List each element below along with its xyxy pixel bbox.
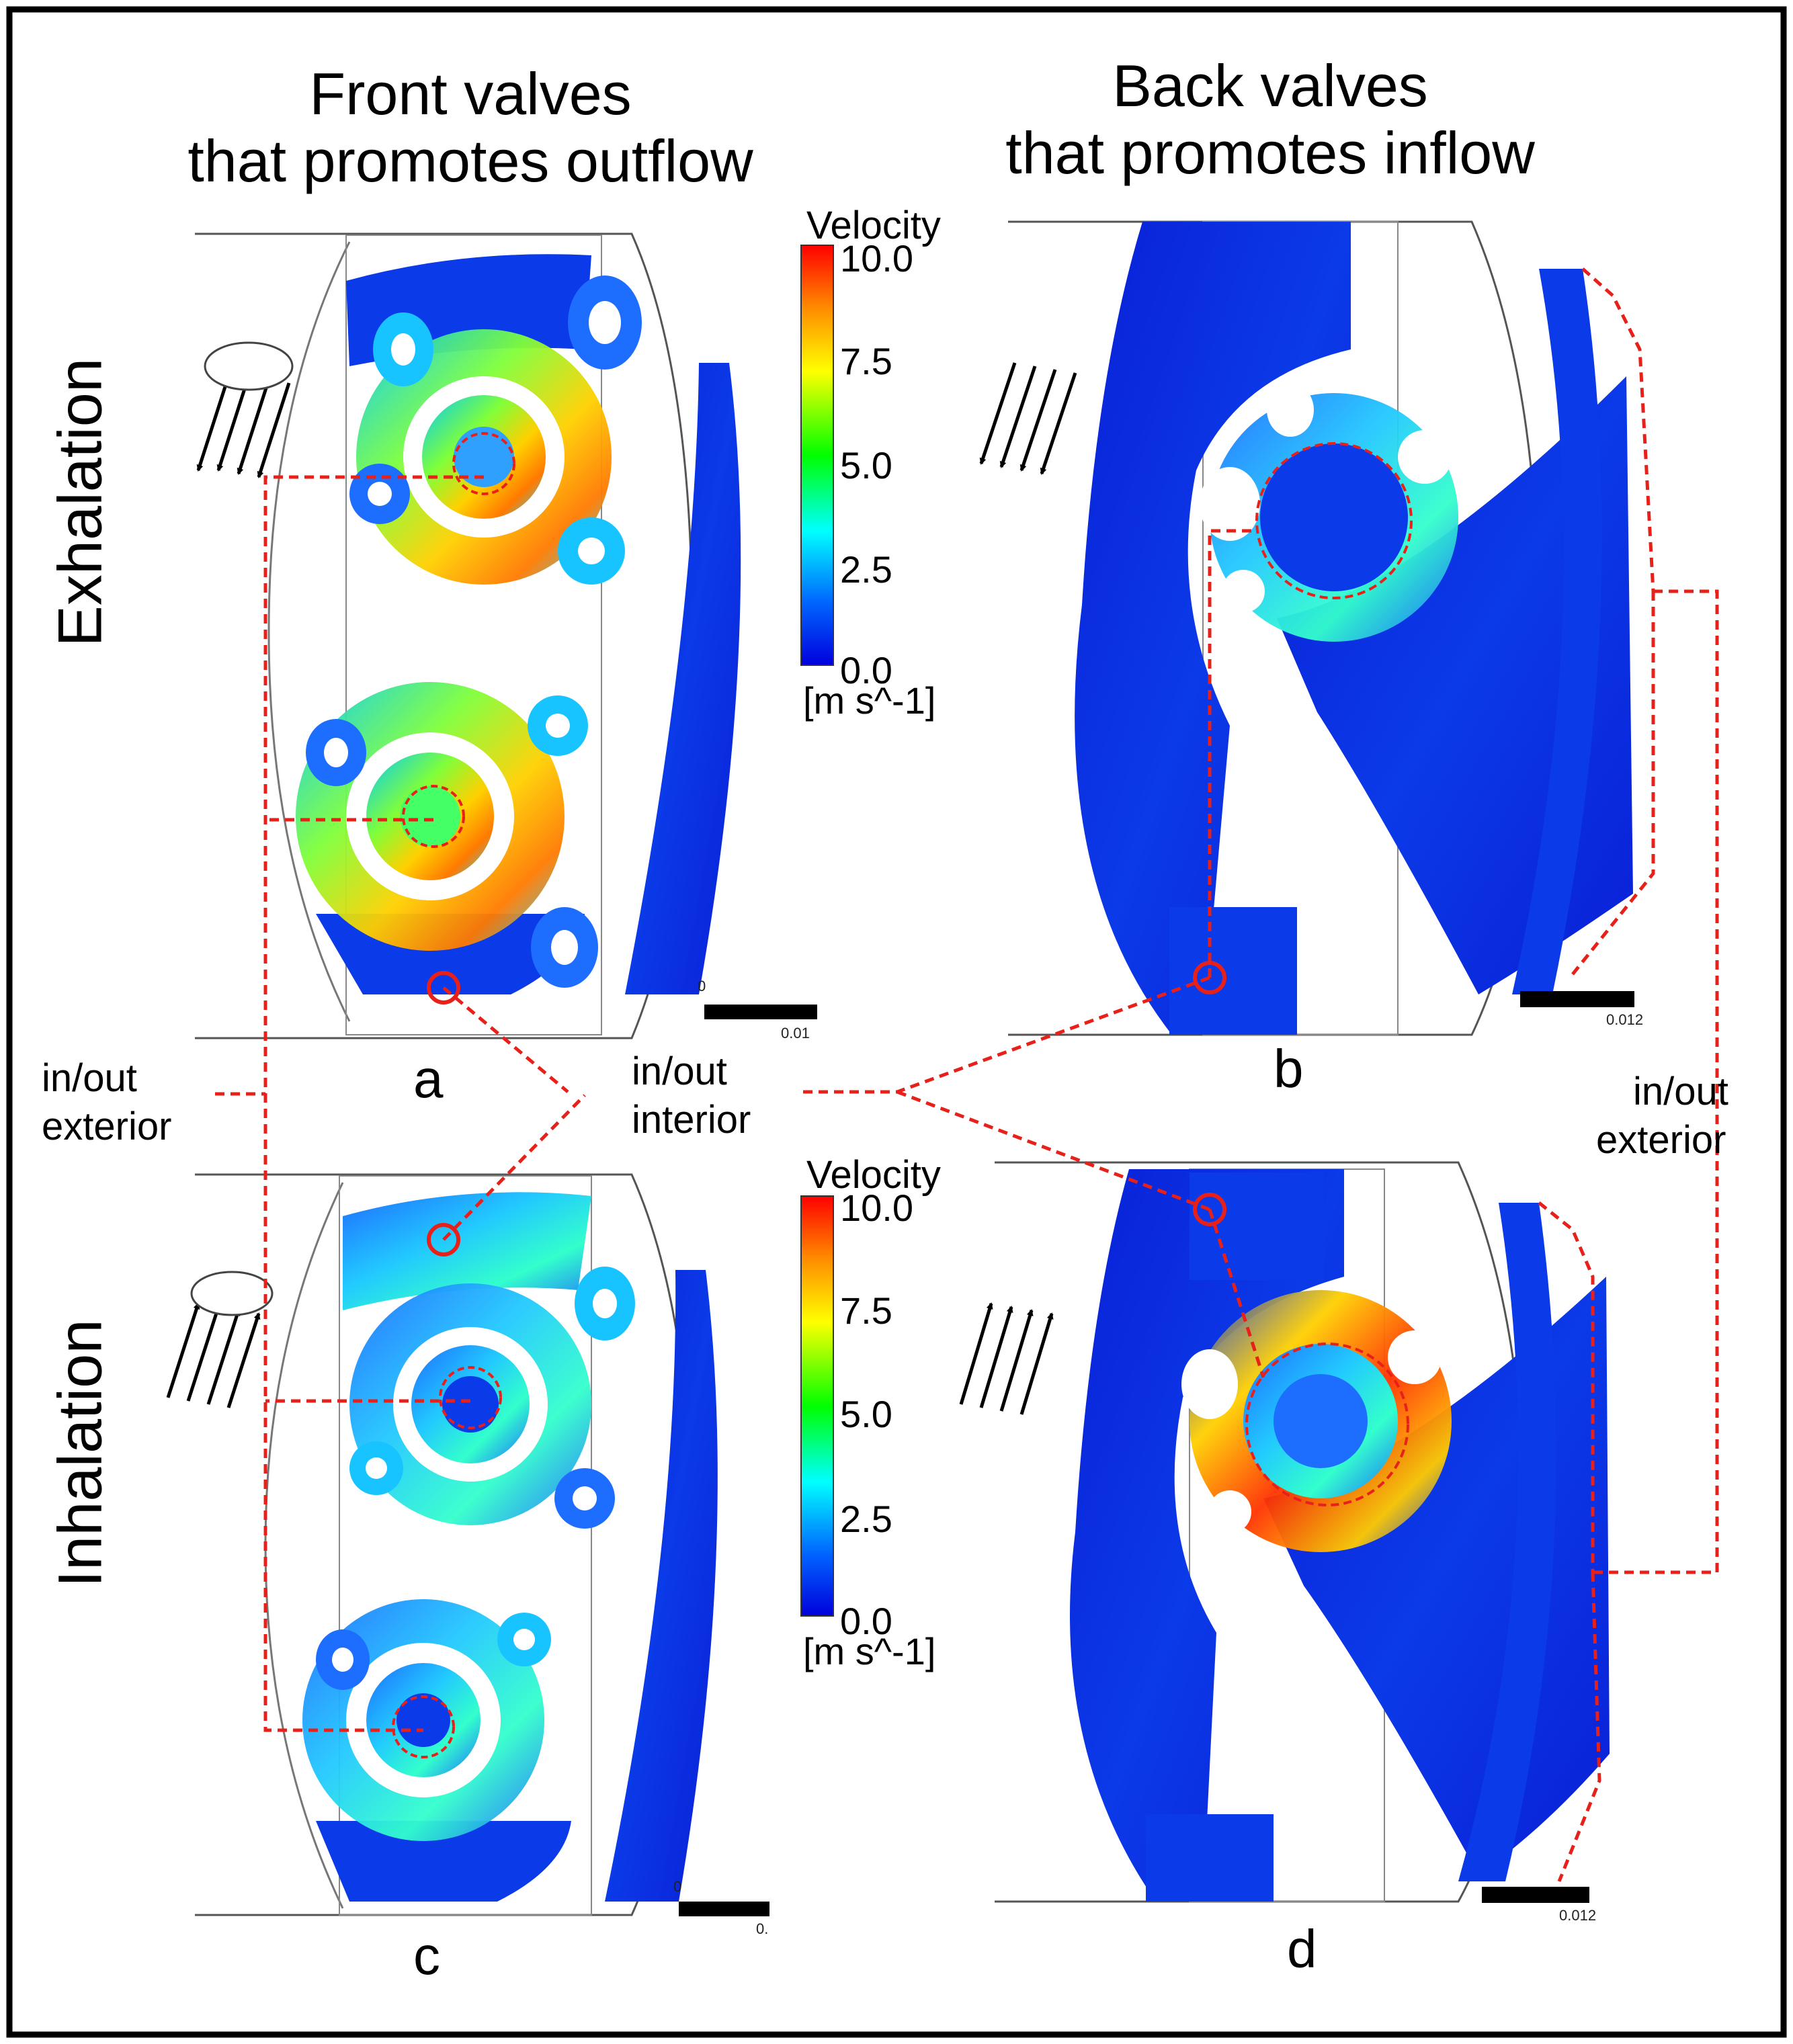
colorbar-top-tick-2-5: 2.5 [840,548,892,591]
panel-label-b: b [1274,1039,1304,1099]
panel-a-scale-start: 0 [698,978,706,994]
panel-label-c: c [413,1926,440,1986]
left-column-header-line-2: that promotes outflow [187,128,753,194]
colorbar-bottom-tick-2-5: 2.5 [840,1498,892,1540]
colorbar-bottom-unit: [m s^-1] [803,1630,936,1672]
panel-c-interior-marker [427,1223,460,1257]
panel-a-scale-end: 0.01 [781,1025,810,1041]
panel-a-lower-exterior-marker [402,785,465,848]
panel-b-bottom-block [1169,907,1297,1035]
panel-d-outflow-arrows [959,1302,1054,1415]
panel-c-nozzle [190,1271,274,1316]
panel-a-upper-exterior-marker [452,432,515,495]
panel-d-bottom-block [1146,1814,1274,1902]
panel-c-channel-box [339,1175,592,1916]
left-column-header-line-1: Front valves [309,60,632,127]
annotation-exterior-right-line-1: in/out [1633,1070,1728,1113]
panel-b-interior-marker [1193,961,1226,994]
panel-a [195,228,820,1041]
panel-c-scale-start: 0 [673,1878,682,1895]
colorbar-top-tick-5: 5.0 [840,444,892,486]
annotation-exterior-left-line-2: exterior [42,1105,172,1148]
panel-a-outflow-arrows [196,376,291,478]
panel-a-interior-marker [427,971,460,1005]
panel-c-inflow-arrows [166,1302,261,1408]
annotation-lines [215,267,1719,1882]
colorbar-top-tick-10: 10.0 [840,237,913,280]
panel-c-scale-end: 0. [756,1920,769,1937]
colorbar-top-gradient [800,245,834,666]
panel-a-upper-valve [349,275,642,585]
colorbar-bottom-tick-10: 10.0 [840,1187,913,1229]
panel-d-valve [1181,1290,1452,1552]
colorbar-top-tick-0: 0.0 [840,649,892,691]
panel-label-a: a [413,1049,444,1109]
panel-label-d: d [1287,1919,1317,1979]
annotation-exterior-left-line-1: in/out [42,1056,137,1100]
panel-b [979,212,1653,1038]
panel-b-exterior-marker [1255,442,1413,599]
panel-c-lower-exterior-marker [392,1695,455,1758]
panel-d-top-block [1190,1173,1324,1280]
right-column-header-line-1: Back valves [1112,52,1428,119]
panel-c-bottom-channel [316,1821,571,1902]
colorbar-bottom-title: Velocity [806,1153,941,1197]
panel-d [959,1159,1610,1905]
right-column-header-line-2: that promotes inflow [1005,120,1535,186]
panel-d-exterior-strip [1458,1203,1556,1881]
colorbar-top-title: Velocity [806,204,941,247]
panel-d-scale-bar [1482,1887,1589,1903]
panel-c-scale-bar [679,1902,769,1916]
colorbar-bottom-gradient [800,1195,834,1617]
colorbar-top-unit: [m s^-1] [803,679,936,722]
panel-d-inflow-region [1070,1169,1344,1902]
panel-b-inflow-region [1075,222,1351,1031]
row-label-inhalation: Inhalation [46,1319,115,1588]
colorbar-bottom-tick-5: 5.0 [840,1393,892,1435]
panel-c-top-channel [343,1192,591,1310]
annotation-exterior-right-line-2: exterior [1596,1118,1726,1162]
annotation-interior-line-2: interior [632,1098,751,1142]
panel-c-exterior-strip [605,1270,718,1902]
panel-a-channel-box [345,235,602,1035]
panel-c [166,1169,800,1922]
panel-d-exterior-marker [1245,1343,1409,1506]
panel-c-upper-exterior-marker [439,1366,502,1429]
panel-a-exterior-strip [625,363,741,994]
panel-a-lower-valve [296,682,598,988]
annotation-interior-line-1: in/out [632,1050,727,1093]
panel-a-scale-bar [704,1005,817,1019]
panel-c-lower-valve [302,1599,551,1841]
panel-d-interior-marker [1193,1193,1226,1226]
panel-b-inflow-arrows [979,362,1077,475]
colorbar-bottom-tick-0: 0.0 [840,1600,892,1642]
panel-a-inner-housing [267,241,351,1022]
panel-b-exterior-strip [1512,269,1602,994]
panel-a-nozzle [204,341,294,391]
panel-d-scale-end: 0.012 [1559,1907,1597,1924]
panel-b-valve [1200,383,1458,642]
colorbar-bottom-tick-7-5: 7.5 [840,1289,892,1332]
colorbar-top-tick-7-5: 7.5 [840,340,892,382]
panel-b-scale-bar [1520,991,1634,1007]
row-label-exhalation: Exhalation [46,357,115,647]
panel-b-scale-end: 0.012 [1606,1011,1644,1028]
panel-c-upper-valve [349,1267,635,1529]
